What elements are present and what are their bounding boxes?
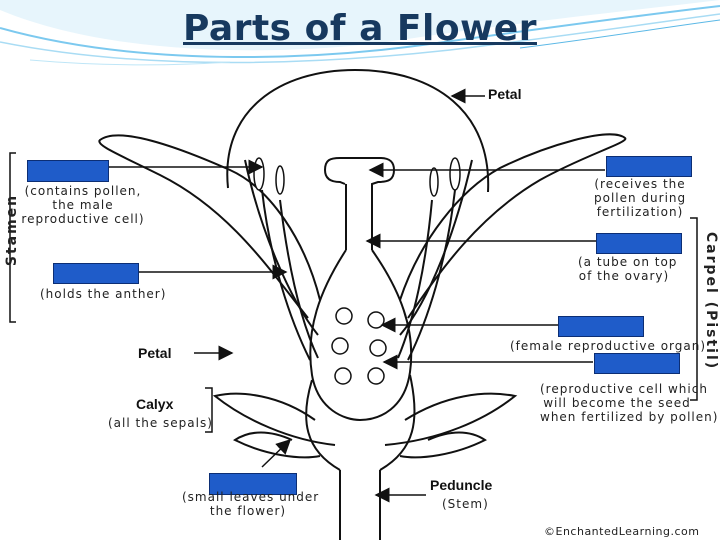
sepal-description: (small leaves under the flower) xyxy=(182,490,320,518)
credit-text: ©EnchantedLearning.com xyxy=(544,525,700,538)
ovule-description: (reproductive cell which will become the… xyxy=(540,382,719,424)
anther xyxy=(449,157,461,191)
peduncle-description: (Stem) xyxy=(442,497,489,511)
anther xyxy=(429,167,439,197)
stigma-answer-box[interactable] xyxy=(606,156,692,177)
ovule-answer-box[interactable] xyxy=(594,353,680,374)
style-description: (a tube on top of the ovary) xyxy=(578,255,678,283)
peduncle-label: Peduncle xyxy=(430,477,493,493)
page-title: Parts of a Flower xyxy=(183,8,537,49)
top-petal xyxy=(226,68,490,193)
anther-answer-box[interactable] xyxy=(27,160,109,182)
stigma-description: (receives the pollen during fertilizatio… xyxy=(594,177,687,219)
pointer-sepal xyxy=(261,438,292,468)
anther-description: (contains pollen, the male reproductive … xyxy=(21,184,145,226)
ovary-description: (female reproductive organ) xyxy=(510,339,707,353)
right-petal xyxy=(399,133,627,319)
header-swoosh-decoration xyxy=(0,0,720,66)
flower-diagram xyxy=(9,68,698,540)
filament-description: (holds the anther) xyxy=(40,287,167,301)
ovary-answer-box[interactable] xyxy=(558,316,644,337)
stamen-bracket xyxy=(9,152,16,323)
ovule xyxy=(331,337,349,355)
left-petal xyxy=(98,134,321,319)
ovule xyxy=(367,311,385,329)
ovule xyxy=(335,307,353,325)
ovule xyxy=(367,367,385,385)
filament-answer-box[interactable] xyxy=(53,263,139,284)
calyx-bracket xyxy=(205,387,213,433)
carpel-label: Carpel (Pistil) xyxy=(703,231,720,371)
petal-left-label: Petal xyxy=(138,345,172,361)
peduncle-stem xyxy=(339,470,381,540)
ovule xyxy=(369,339,387,357)
sepal-right xyxy=(384,392,518,446)
calyx-description: (all the sepals) xyxy=(108,416,213,430)
calyx-label: Calyx xyxy=(136,396,174,412)
petal-top-label: Petal xyxy=(488,86,522,102)
ovary xyxy=(309,249,413,422)
ovule xyxy=(334,367,352,385)
carpel-bracket xyxy=(690,217,698,401)
style-answer-box[interactable] xyxy=(596,233,682,254)
anther xyxy=(275,165,285,195)
sepal-answer-box[interactable] xyxy=(209,473,297,495)
anther xyxy=(253,157,265,191)
stigma xyxy=(324,157,396,250)
sepal-left xyxy=(212,392,336,446)
